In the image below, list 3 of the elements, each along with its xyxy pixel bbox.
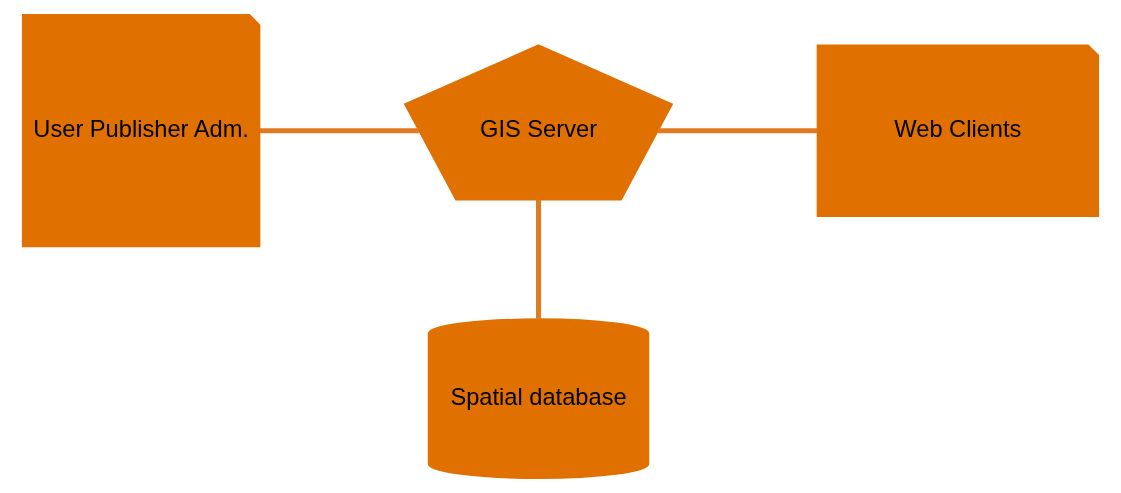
connector	[259, 128, 419, 134]
connector	[536, 199, 542, 319]
connector	[658, 128, 818, 134]
